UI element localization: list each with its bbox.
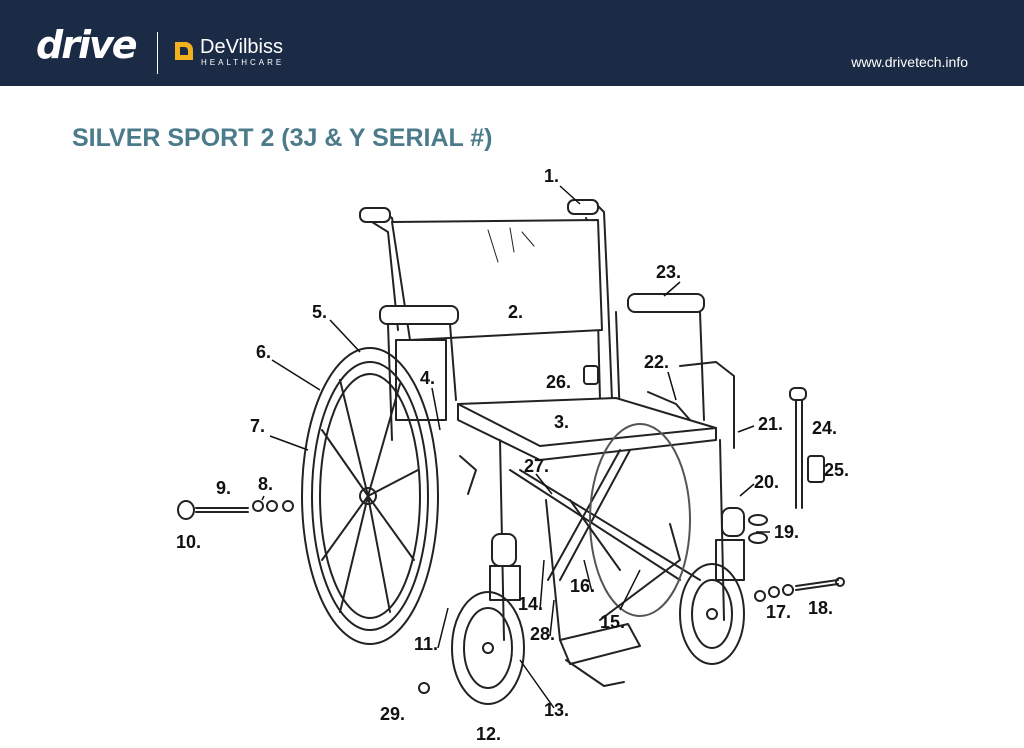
website-url: www.drivetech.info bbox=[851, 54, 968, 70]
label-part-2: 2. bbox=[508, 302, 523, 322]
armrest-tube bbox=[789, 387, 825, 509]
label-part-22: 22. bbox=[644, 352, 669, 372]
label-part-1: 1. bbox=[544, 166, 559, 186]
label-part-13: 13. bbox=[544, 700, 569, 720]
label-part-4: 4. bbox=[420, 368, 435, 388]
axle-bolt-right bbox=[754, 577, 845, 602]
wheelchair-parts-diagram: 1. 2. 3. 4. 5. 6. 7. 8. 9. 10. 11. 12. 1… bbox=[176, 166, 849, 744]
rear-wheel bbox=[301, 347, 439, 645]
label-part-12: 12. bbox=[476, 724, 501, 744]
devilbiss-subtitle: HEALTHCARE bbox=[201, 58, 285, 67]
logo-divider bbox=[157, 32, 158, 74]
drive-logo: drive bbox=[36, 23, 138, 67]
label-part-18: 18. bbox=[808, 598, 833, 618]
label-part-16: 16. bbox=[570, 576, 595, 596]
label-part-24: 24. bbox=[812, 418, 837, 438]
label-part-25: 25. bbox=[824, 460, 849, 480]
right-brake bbox=[647, 391, 691, 421]
spacer-29 bbox=[418, 682, 430, 694]
cross-brace bbox=[499, 439, 725, 641]
washer-19b bbox=[748, 532, 768, 544]
label-part-8: 8. bbox=[258, 474, 273, 494]
axle-bolt-left bbox=[177, 500, 294, 520]
part-labels: 1. 2. 3. 4. 5. 6. 7. 8. 9. 10. 11. 12. 1… bbox=[176, 166, 849, 744]
leader-lines bbox=[261, 185, 770, 709]
label-part-19: 19. bbox=[774, 522, 799, 542]
label-part-15: 15. bbox=[600, 612, 625, 632]
devilbiss-mark-icon bbox=[175, 42, 194, 60]
label-part-26: 26. bbox=[546, 372, 571, 392]
rear-wheel-far bbox=[589, 423, 691, 617]
left-armrest bbox=[379, 305, 459, 441]
label-part-14: 14. bbox=[518, 594, 543, 614]
label-part-23: 23. bbox=[656, 262, 681, 282]
label-part-28: 28. bbox=[530, 624, 555, 644]
clip-26 bbox=[583, 365, 599, 385]
label-part-7: 7. bbox=[250, 416, 265, 436]
left-caster bbox=[451, 533, 525, 705]
label-part-6: 6. bbox=[256, 342, 271, 362]
label-part-17: 17. bbox=[766, 602, 791, 622]
label-part-3: 3. bbox=[554, 412, 569, 432]
right-caster bbox=[679, 507, 745, 665]
right-armrest bbox=[615, 293, 735, 449]
footrests bbox=[545, 499, 681, 687]
header-bar: drive DeVilbiss HEALTHCARE www.drivetech… bbox=[0, 0, 1024, 86]
label-part-27: 27. bbox=[524, 456, 549, 476]
left-brake bbox=[459, 455, 477, 495]
label-part-9: 9. bbox=[216, 478, 231, 498]
page-title: SILVER SPORT 2 (3J & Y SERIAL #) bbox=[72, 124, 493, 152]
label-part-10: 10. bbox=[176, 532, 201, 552]
washer-19a bbox=[748, 514, 768, 526]
label-part-21: 21. bbox=[758, 414, 783, 434]
label-part-29: 29. bbox=[380, 704, 405, 724]
label-part-5: 5. bbox=[312, 302, 327, 322]
label-part-20: 20. bbox=[754, 472, 779, 492]
label-part-11: 11. bbox=[414, 634, 438, 654]
devilbiss-name: DeVilbiss bbox=[200, 36, 283, 58]
